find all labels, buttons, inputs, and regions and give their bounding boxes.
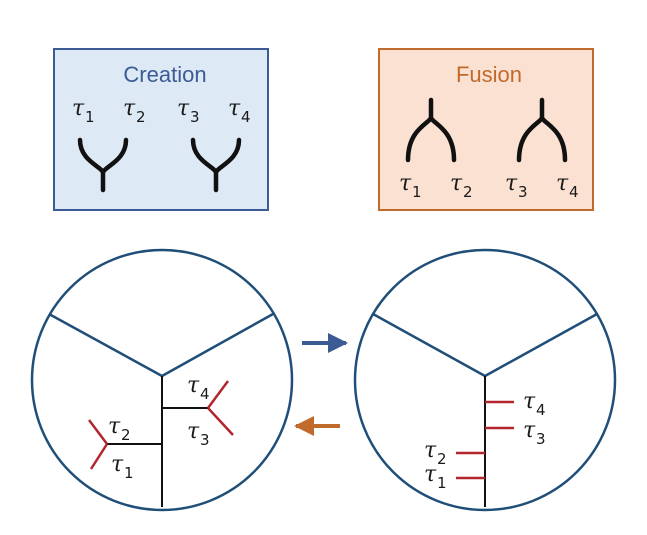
svg-text:τ: τ: [450, 171, 463, 196]
svg-text:3: 3: [190, 108, 200, 126]
left-label-1: τ 1: [111, 452, 134, 482]
creation-label-4: τ 4: [228, 96, 251, 126]
left-anyon-pair-upper: [206, 380, 234, 436]
svg-text:τ: τ: [187, 373, 200, 398]
svg-text:τ: τ: [523, 389, 536, 414]
right-disk-seam-left: [372, 312, 486, 378]
svg-text:τ: τ: [228, 96, 241, 121]
fusion-vertex-left: [405, 97, 457, 163]
left-disk-seam-right: [161, 312, 274, 378]
svg-text:2: 2: [121, 426, 131, 444]
svg-text:3: 3: [200, 431, 210, 449]
left-disk-seam-left: [48, 312, 163, 378]
svg-text:1: 1: [124, 464, 134, 482]
creation-box: [53, 48, 269, 211]
svg-text:τ: τ: [399, 171, 412, 196]
fusion-panel: Fusion τ 1 τ 2 τ 3 τ 4: [378, 48, 594, 211]
svg-text:τ: τ: [556, 171, 569, 196]
left-disk: τ 4 τ 3 τ 2 τ 1: [30, 248, 294, 512]
svg-text:1: 1: [85, 108, 95, 126]
svg-text:τ: τ: [505, 171, 518, 196]
svg-text:τ: τ: [424, 438, 437, 463]
fusion-label-2: τ 2: [450, 171, 473, 201]
svg-text:1: 1: [437, 474, 447, 492]
fusion-vertex-right: [516, 97, 568, 163]
svg-text:2: 2: [463, 183, 473, 201]
creation-label-2: τ 2: [123, 96, 146, 126]
left-label-2: τ 2: [108, 414, 131, 444]
svg-text:4: 4: [200, 385, 210, 403]
right-disk-boundary: [353, 248, 617, 512]
right-disk-seam-right: [484, 312, 598, 378]
left-anyon-pair-lower: [88, 419, 109, 470]
left-disk-boundary: [30, 248, 294, 512]
creation-title: Creation: [123, 62, 206, 87]
fusion-box: [378, 48, 594, 211]
svg-text:τ: τ: [108, 414, 121, 439]
svg-text:τ: τ: [424, 462, 437, 487]
creation-label-1: τ 1: [72, 96, 95, 126]
svg-text:3: 3: [536, 430, 546, 448]
creation-vertex-right: [190, 137, 242, 193]
fusion-label-3: τ 3: [505, 171, 528, 201]
left-label-3: τ 3: [187, 419, 210, 449]
svg-text:4: 4: [569, 183, 579, 201]
creation-label-3: τ 3: [177, 96, 200, 126]
left-label-4: τ 4: [187, 373, 210, 403]
svg-text:τ: τ: [177, 96, 190, 121]
svg-text:2: 2: [136, 108, 146, 126]
fusion-title: Fusion: [456, 62, 522, 87]
fusion-label-1: τ 1: [399, 171, 422, 201]
svg-text:τ: τ: [111, 452, 124, 477]
right-label-4: τ 4: [523, 389, 546, 419]
right-label-2: τ 2: [424, 438, 447, 468]
right-disk: τ 4 τ 3 τ 2 τ 1: [353, 248, 617, 512]
right-label-3: τ 3: [523, 418, 546, 448]
right-label-1: τ 1: [424, 462, 447, 492]
svg-text:4: 4: [536, 401, 546, 419]
svg-text:τ: τ: [523, 418, 536, 443]
svg-text:τ: τ: [187, 419, 200, 444]
svg-text:τ: τ: [72, 96, 85, 121]
creation-vertex-left: [77, 137, 129, 193]
svg-text:4: 4: [241, 108, 251, 126]
svg-text:1: 1: [412, 183, 422, 201]
creation-panel: Creation τ 1 τ 2 τ 3 τ 4: [53, 48, 269, 211]
svg-text:τ: τ: [123, 96, 136, 121]
svg-text:3: 3: [518, 183, 528, 201]
fusion-label-4: τ 4: [556, 171, 579, 201]
svg-text:2: 2: [437, 450, 447, 468]
